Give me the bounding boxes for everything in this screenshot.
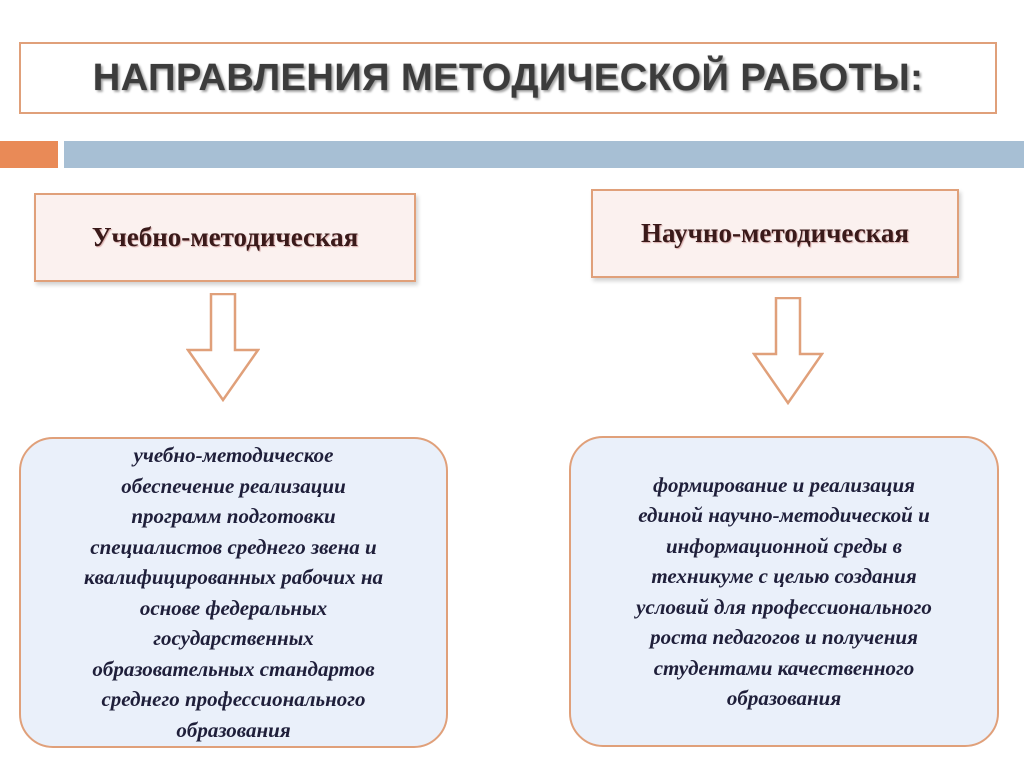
branch-description-box-scientific: формирование и реализация единой научно-… xyxy=(569,436,999,747)
branch-heading-scientific: Научно-методическая xyxy=(641,218,909,248)
branch-description-educational: учебно-методическое обеспечение реализац… xyxy=(83,443,384,742)
branch-description-box-educational: учебно-методическое обеспечение реализац… xyxy=(19,437,448,748)
branch-description-scientific: формирование и реализация единой научно-… xyxy=(636,472,932,711)
down-arrow-icon xyxy=(752,297,824,405)
branch-heading-box-educational: Учебно-методическая xyxy=(34,193,416,282)
accent-bar-orange xyxy=(0,141,58,168)
accent-bar-blue xyxy=(64,141,1024,168)
page-title: НАПРАВЛЕНИЯ МЕТОДИЧЕСКОЙ РАБОТЫ: xyxy=(92,56,924,99)
down-arrow-icon xyxy=(186,293,260,402)
branch-heading-box-scientific: Научно-методическая xyxy=(591,189,959,278)
branch-heading-educational: Учебно-методическая xyxy=(91,222,359,252)
title-box: НАПРАВЛЕНИЯ МЕТОДИЧЕСКОЙ РАБОТЫ: xyxy=(19,42,997,114)
